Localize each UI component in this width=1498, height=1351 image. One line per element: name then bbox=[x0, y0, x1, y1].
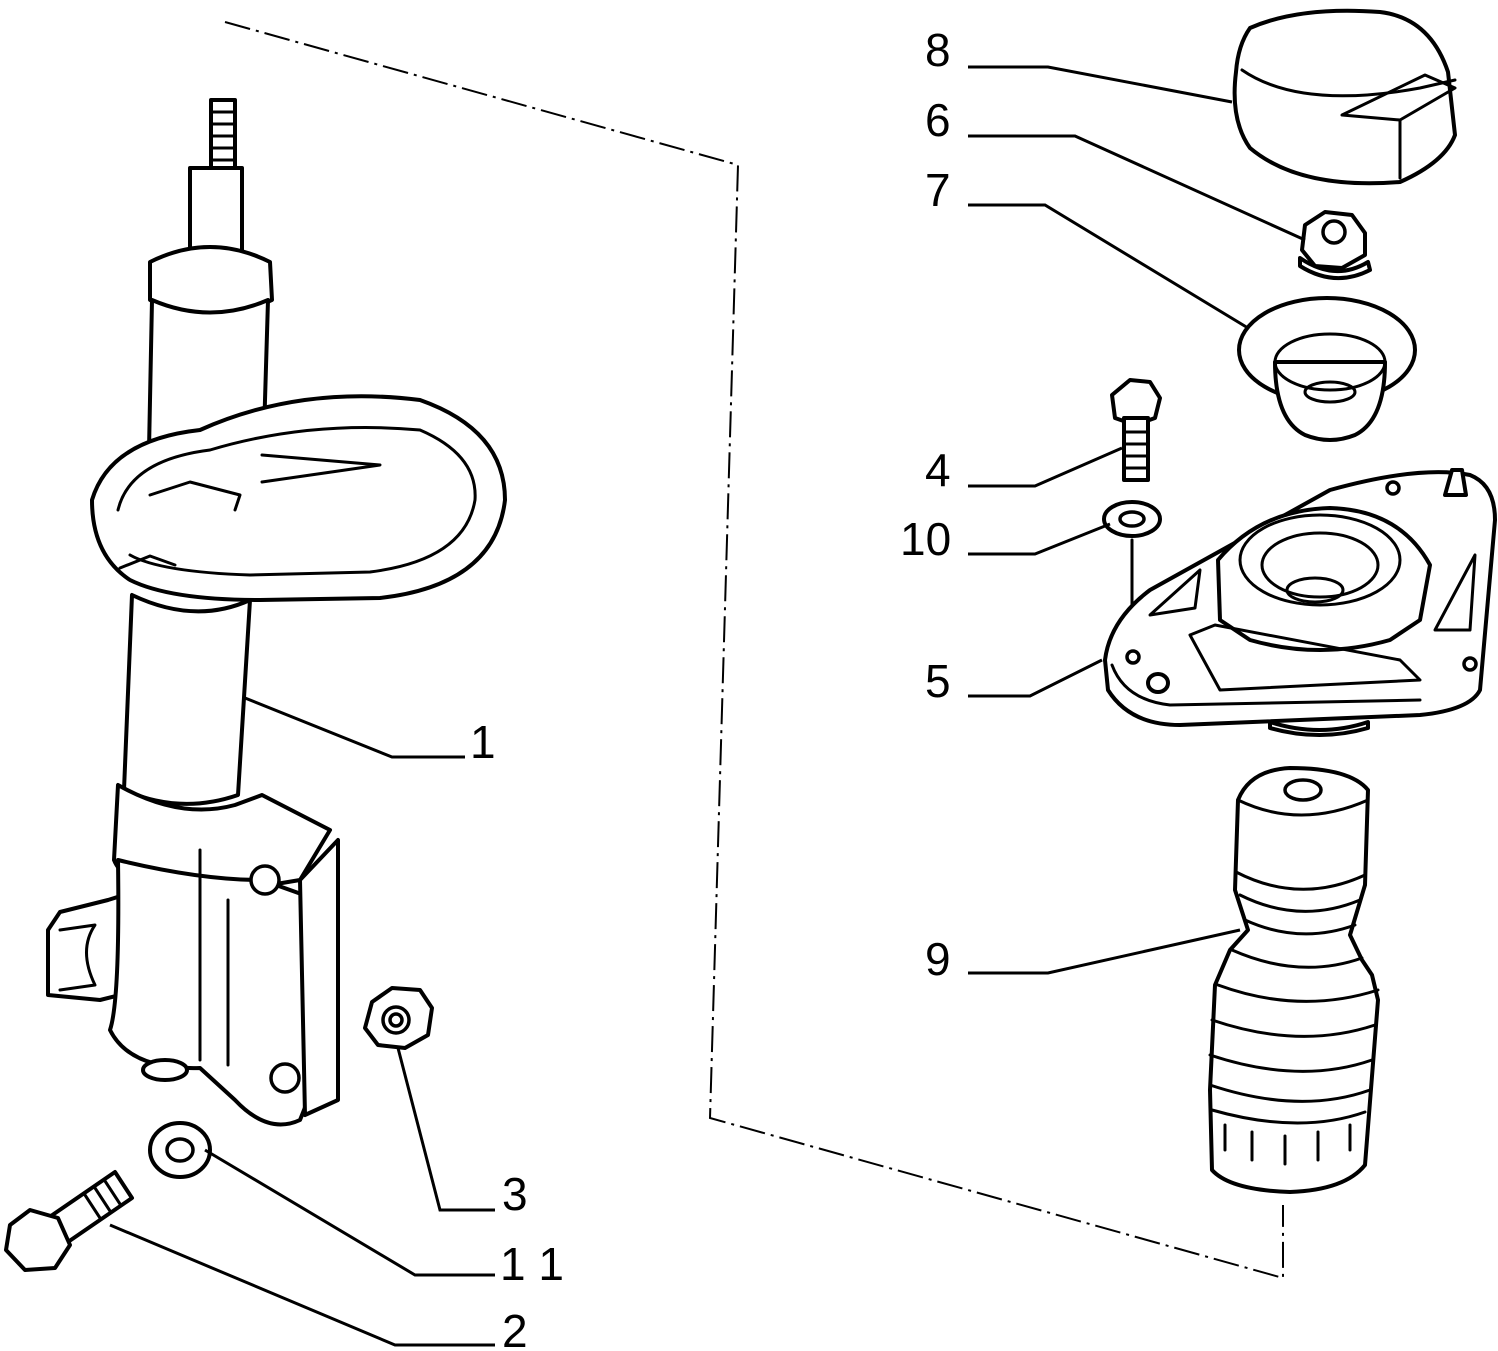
leader-lines bbox=[109, 65, 1306, 1347]
leader-7 bbox=[968, 203, 1249, 330]
part-3-nut bbox=[363, 986, 434, 1050]
callout-8: 8 bbox=[925, 24, 951, 76]
callout-2: 2 bbox=[502, 1305, 528, 1351]
part-7-bearing-cup bbox=[1237, 296, 1417, 442]
leader-2 bbox=[109, 1223, 495, 1347]
part-4-bolt bbox=[1110, 378, 1162, 482]
part-10-washer bbox=[1102, 500, 1162, 538]
leader-4 bbox=[968, 446, 1123, 488]
part-1-strut bbox=[46, 98, 507, 1127]
part-9-dust-boot bbox=[1208, 766, 1380, 1194]
leader-5 bbox=[968, 658, 1103, 698]
part-6-nut bbox=[1298, 210, 1372, 281]
callout-1: 1 bbox=[470, 716, 496, 768]
leader-10 bbox=[968, 522, 1111, 556]
callout-6: 6 bbox=[925, 94, 951, 146]
callout-5: 5 bbox=[925, 655, 951, 707]
leader-11 bbox=[204, 1148, 495, 1277]
callout-9: 9 bbox=[925, 933, 951, 985]
leader-1 bbox=[244, 696, 465, 759]
callout-4: 4 bbox=[925, 444, 951, 496]
leader-3 bbox=[396, 1047, 495, 1212]
callout-11: 1 1 bbox=[500, 1238, 564, 1290]
part-5-strut-mount bbox=[1103, 468, 1497, 737]
callout-10: 10 bbox=[900, 513, 951, 565]
bracket-hole-lower bbox=[269, 1062, 301, 1094]
bracket-hole-upper bbox=[249, 864, 281, 896]
leader-9 bbox=[968, 928, 1241, 975]
callout-7: 7 bbox=[925, 164, 951, 216]
leader-6 bbox=[968, 134, 1306, 242]
assembly-phantom-line-top bbox=[224, 21, 1284, 1280]
part-2-bolt bbox=[4, 1170, 134, 1272]
leader-8 bbox=[968, 65, 1233, 104]
callout-3: 3 bbox=[502, 1168, 528, 1220]
part-8-top-cap bbox=[1232, 8, 1457, 186]
callout-labels: 8 6 7 4 10 5 9 1 3 1 1 2 bbox=[470, 24, 951, 1351]
part-11-washer bbox=[148, 1121, 212, 1179]
